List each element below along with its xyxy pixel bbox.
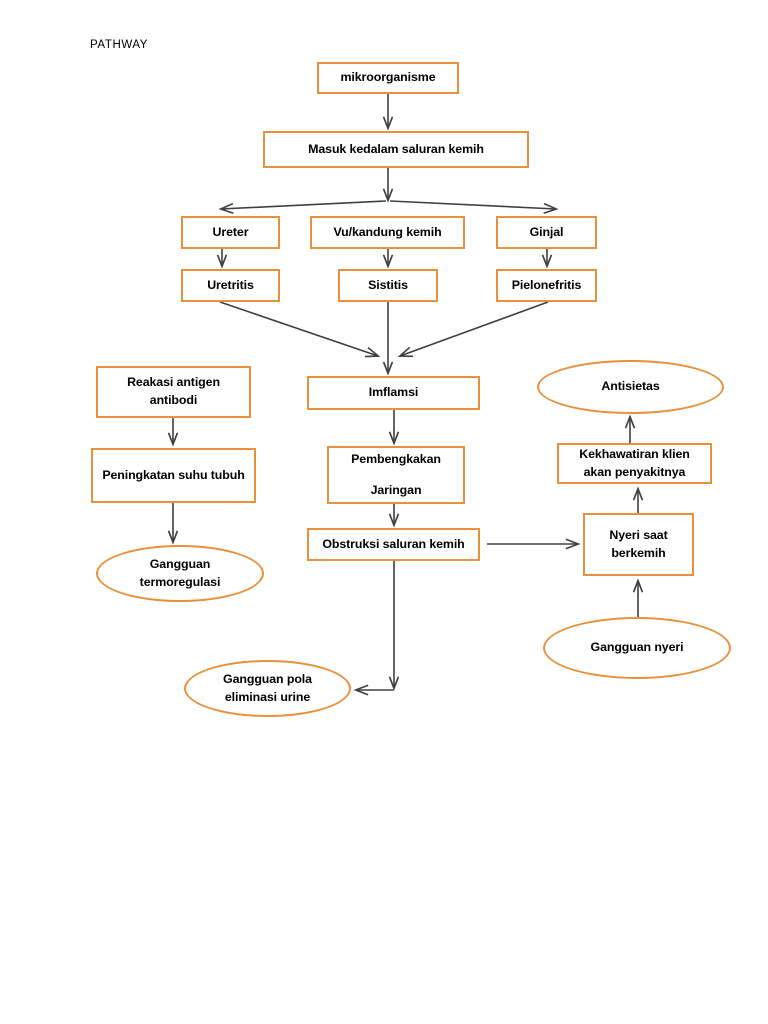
node-label: Pielonefritis	[511, 277, 582, 292]
node-label: Ginjal	[529, 224, 564, 239]
node-label: Kekhawatiran klien	[579, 446, 690, 461]
node-label: Nyeri saat	[609, 527, 668, 542]
node-kekhawatiran-klien[interactable]: Kekhawatiran klien akan penyakitnya	[557, 443, 712, 484]
node-label: Reakasi antigen	[127, 375, 220, 390]
node-obstruksi-saluran-kemih[interactable]: Obstruksi saluran kemih	[307, 528, 480, 561]
node-label: Gangguan nyeri	[590, 640, 684, 654]
edge-branch-ureter	[221, 200, 387, 209]
node-gangguan-nyeri[interactable]: Gangguan nyeri	[543, 617, 731, 679]
node-gangguan-termoregulasi[interactable]: Gangguan termoregulasi	[96, 545, 264, 602]
node-label-line2: eliminasi urine	[224, 689, 311, 704]
node-label-line2: akan penyakitnya	[583, 464, 686, 479]
edge-branch-ginjal	[389, 200, 556, 209]
node-ginjal[interactable]: Ginjal	[496, 216, 597, 249]
node-masuk-kedalam-saluran-kemih[interactable]: Masuk kedalam saluran kemih	[263, 131, 529, 168]
node-gangguan-pola-eliminasi-urine[interactable]: Gangguan pola eliminasi urine	[184, 660, 351, 717]
node-mikroorganisme[interactable]: mikroorganisme	[317, 62, 459, 94]
node-uretritis[interactable]: Uretritis	[181, 269, 280, 302]
node-label: Uretritis	[207, 277, 254, 292]
node-label: Imflamsi	[368, 385, 419, 399]
node-peningkatan-suhu-tubuh[interactable]: Peningkatan suhu tubuh	[91, 448, 256, 503]
node-label-line2: termoregulasi	[139, 574, 221, 589]
node-sistitis[interactable]: Sistitis	[338, 269, 438, 302]
node-antisietas[interactable]: Antisietas	[537, 360, 724, 414]
edge-pielonefritis-imflamsi	[400, 301, 549, 356]
page-title: PATHWAY	[90, 39, 149, 51]
node-vu-kandung-kemih[interactable]: Vu/kandung kemih	[310, 216, 465, 249]
node-pielonefritis[interactable]: Pielonefritis	[496, 269, 597, 302]
node-reakasi-antigen-antibodi[interactable]: Reakasi antigen antibodi	[96, 366, 251, 418]
node-label: Vu/kandung kemih	[333, 224, 442, 239]
node-label: Peningkatan suhu tubuh	[102, 467, 245, 482]
node-label: Antisietas	[601, 379, 660, 393]
node-label-line2: Jaringan	[370, 482, 422, 497]
node-label: Gangguan	[149, 556, 211, 571]
node-pembengkakan-jaringan[interactable]: Pembengkakan Jaringan	[327, 446, 465, 504]
node-label: Gangguan pola	[223, 671, 312, 686]
node-ureter[interactable]: Ureter	[181, 216, 280, 249]
node-label: Masuk kedalam saluran kemih	[308, 141, 484, 156]
node-imflamsi[interactable]: Imflamsi	[307, 376, 480, 410]
node-nyeri-saat-berkemih[interactable]: Nyeri saat berkemih	[583, 513, 694, 576]
node-label: Obstruksi saluran kemih	[322, 536, 465, 551]
node-label: Ureter	[212, 224, 249, 239]
node-label: mikroorganisme	[340, 70, 436, 84]
node-label-line2: berkemih	[611, 545, 666, 560]
edge-uretritis-imflamsi	[219, 301, 378, 356]
node-label: Sistitis	[368, 277, 408, 292]
node-label-line2: antibodi	[149, 393, 198, 407]
node-label: Pembengkakan	[351, 451, 441, 466]
